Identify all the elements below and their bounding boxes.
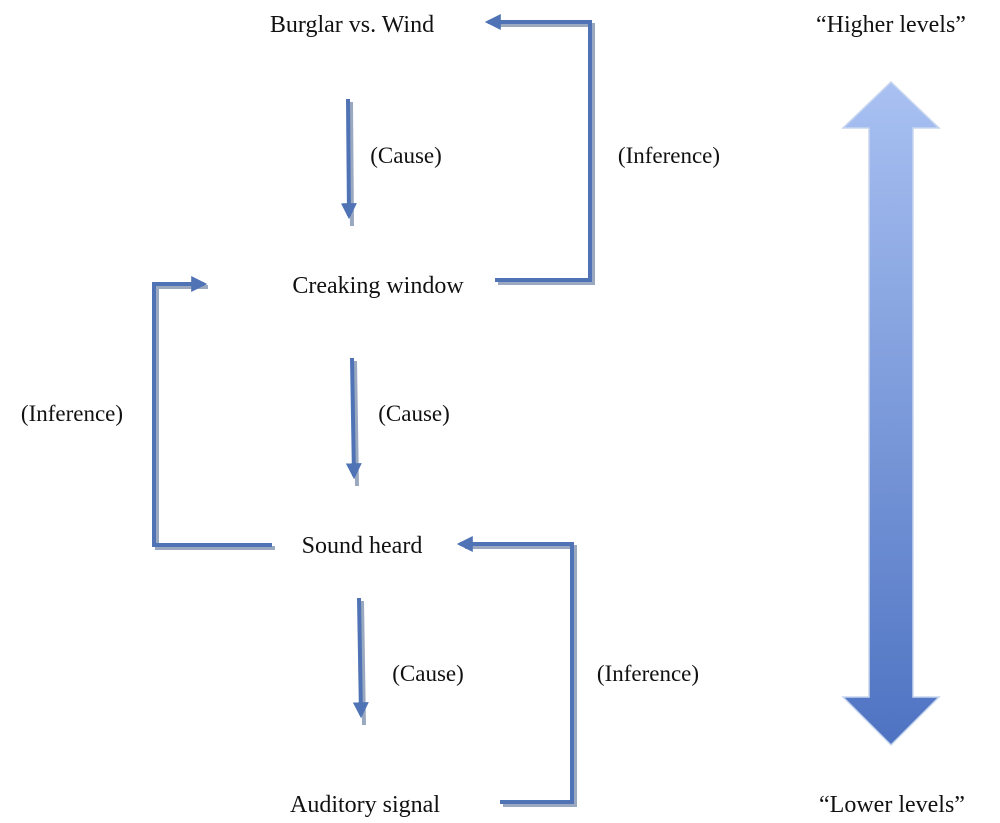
inference-label-1: (Inference) xyxy=(618,143,720,168)
cause-arrow-1 xyxy=(340,98,357,227)
node-sound-heard: Sound heard xyxy=(302,533,423,559)
cause-label-3: (Cause) xyxy=(392,661,464,686)
node-auditory-signal: Auditory signal xyxy=(290,792,440,818)
level-double-arrow xyxy=(841,80,941,747)
inference-label-2: (Inference) xyxy=(21,401,123,426)
cause-arrow-3 xyxy=(352,597,369,726)
cause-label-1: (Cause) xyxy=(370,143,442,168)
inference-label-3: (Inference) xyxy=(597,661,699,686)
cause-label-2: (Cause) xyxy=(378,401,450,426)
inference-arrow-1 xyxy=(484,14,595,285)
higher-levels-label: “Higher levels” xyxy=(816,12,966,38)
node-creaking-window: Creaking window xyxy=(292,273,464,299)
inference-arrow-2 xyxy=(152,276,275,550)
inference-arrow-3 xyxy=(456,536,577,807)
node-burglar-vs-wind: Burglar vs. Wind xyxy=(270,12,434,38)
cause-arrow-2 xyxy=(345,357,362,487)
lower-levels-label: “Lower levels” xyxy=(819,792,965,818)
